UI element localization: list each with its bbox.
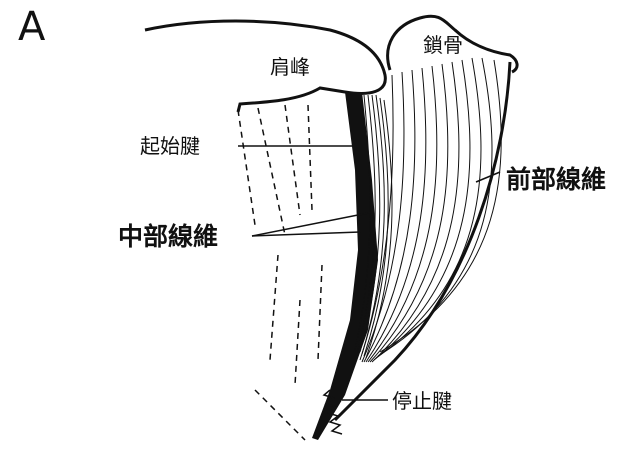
label-clavicle: 鎖骨 [423, 33, 463, 57]
label-origin-tendon: 起始腱 [140, 134, 200, 158]
panel-letter: A [18, 4, 46, 50]
origin-tendon-dashes [238, 105, 322, 440]
label-insertion-tendon: 停止腱 [392, 389, 452, 413]
label-middle-fibers: 中部線維 [118, 222, 218, 251]
label-acromion: 肩峰 [270, 55, 310, 79]
label-anterior-fibers: 前部線維 [506, 165, 606, 194]
